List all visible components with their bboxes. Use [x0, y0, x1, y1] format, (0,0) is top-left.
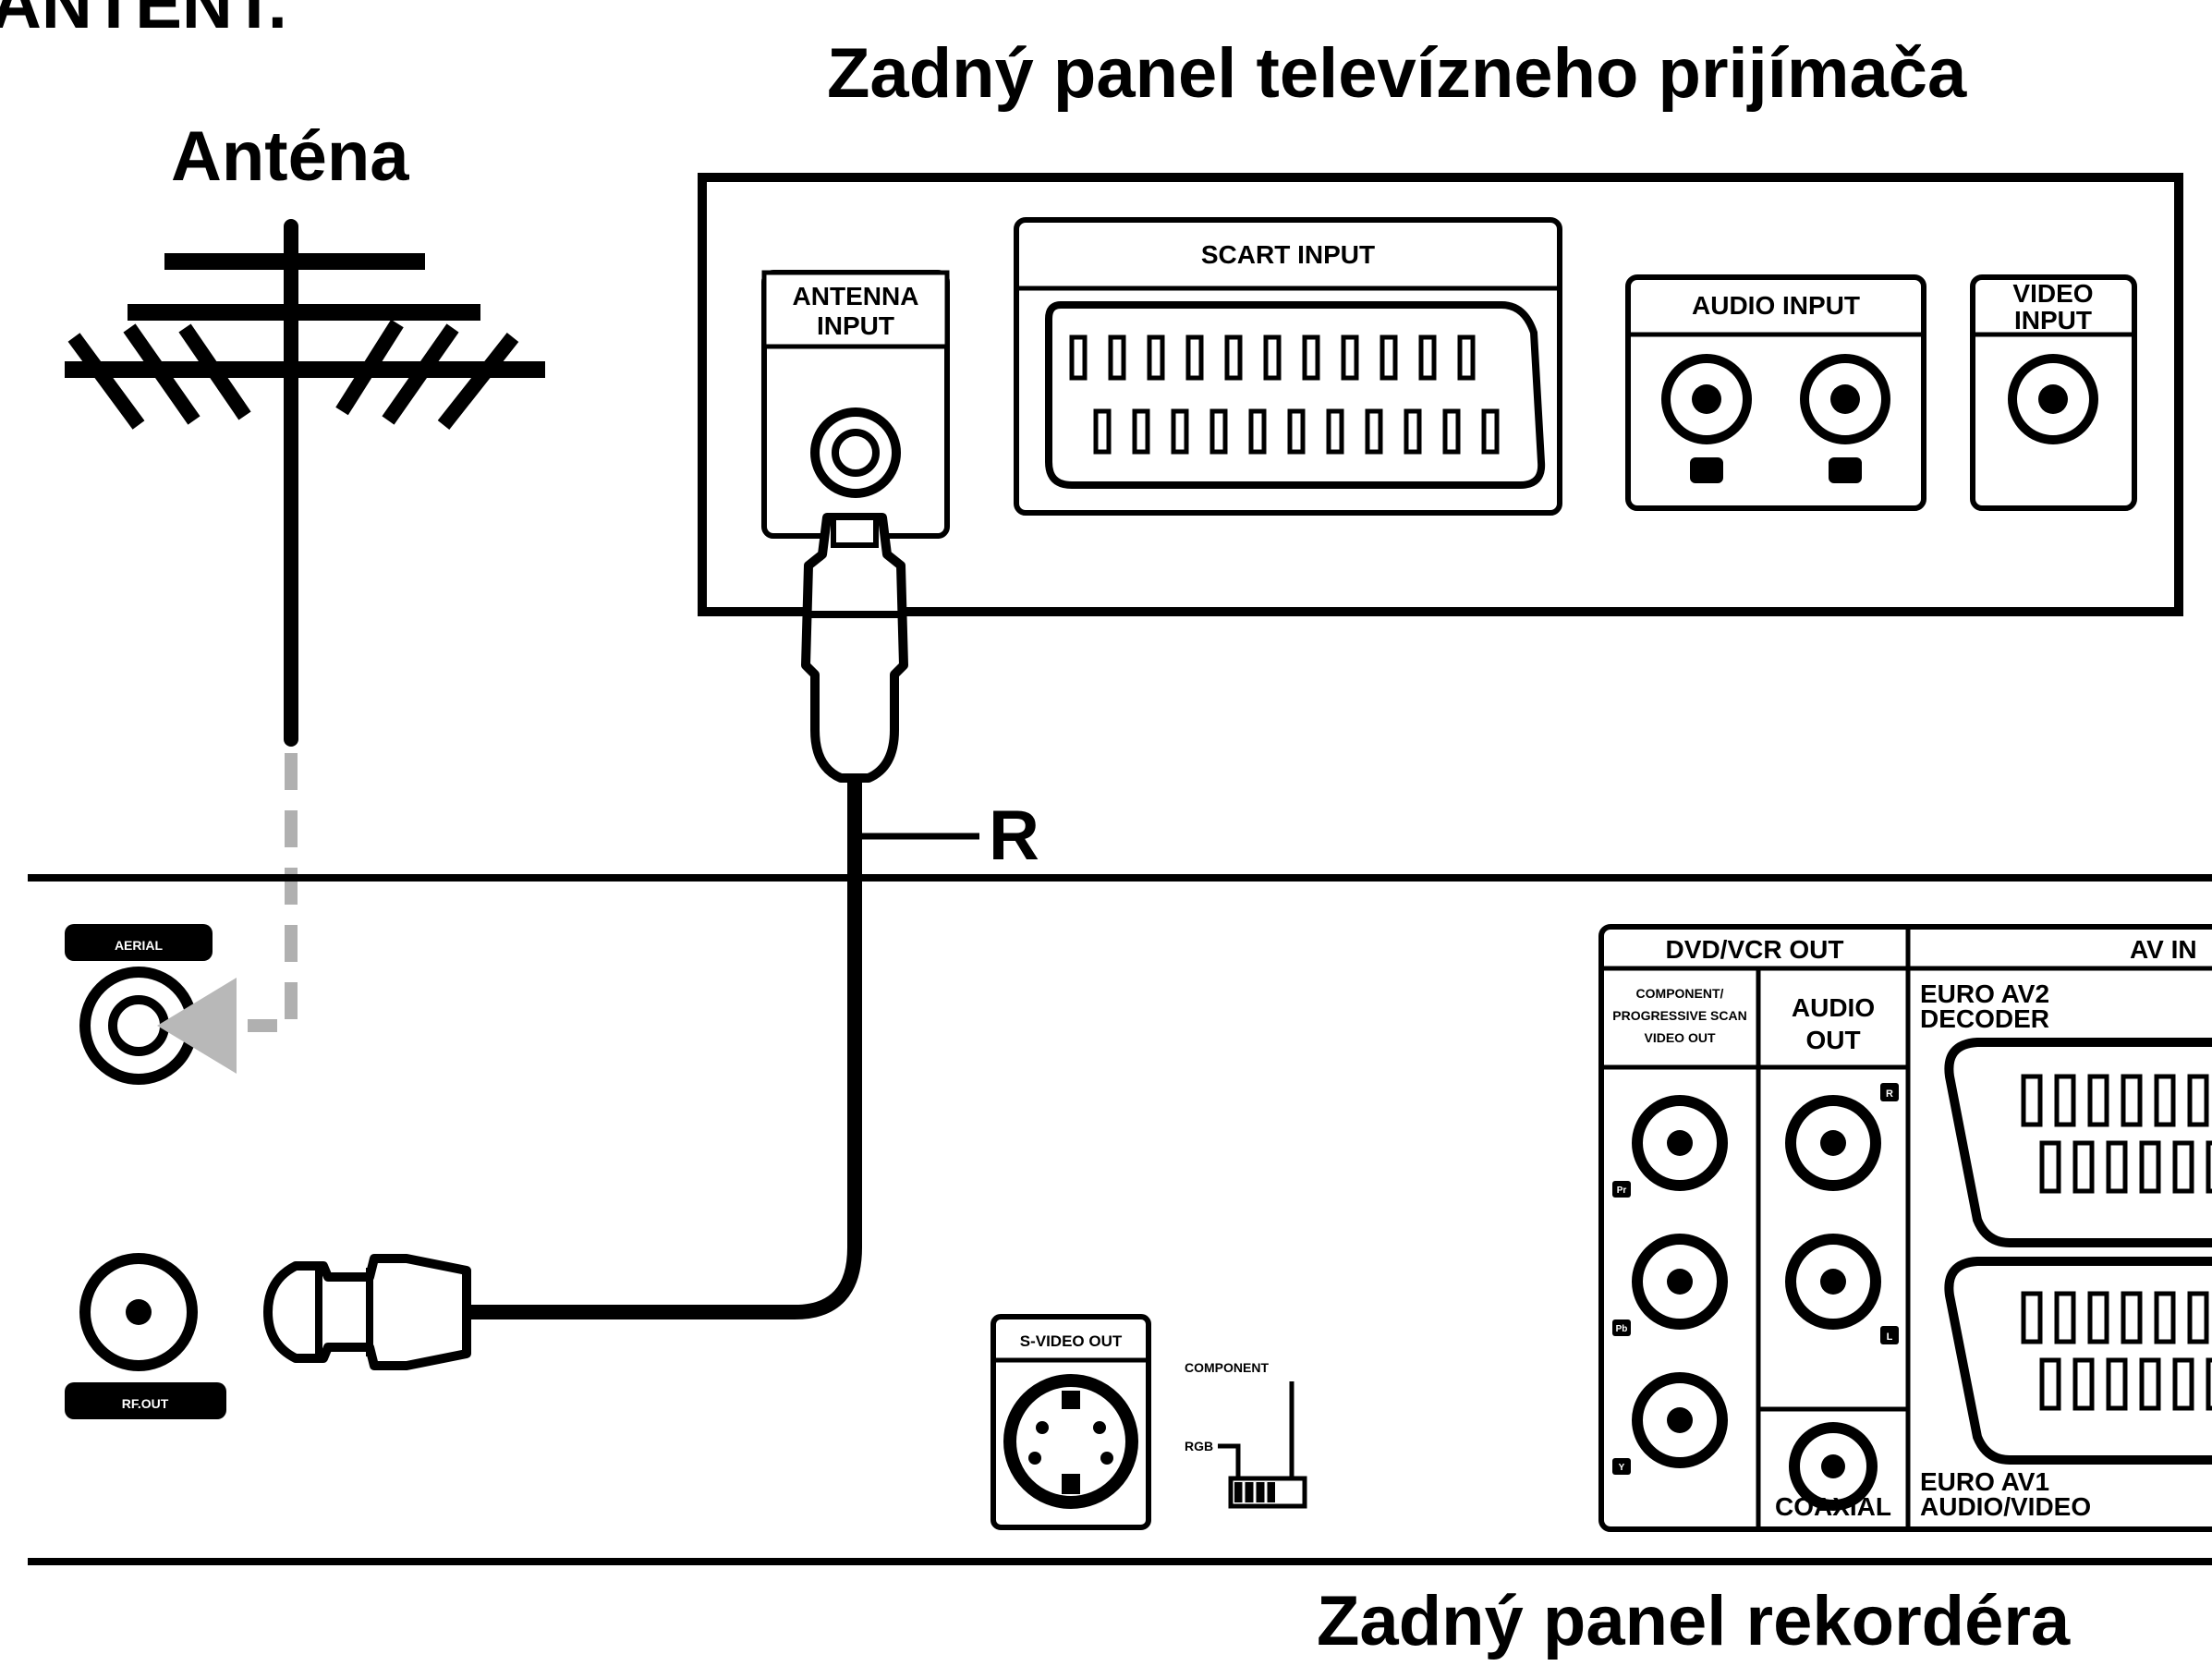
scart-pin: [1302, 334, 1320, 381]
scart-pin: [2121, 1074, 2143, 1127]
scart-pin: [1418, 334, 1437, 381]
audio-input-label: AUDIO INPUT: [1692, 291, 1860, 320]
scart-pin: [1365, 408, 1383, 455]
scart-pin: [1093, 408, 1112, 455]
scart-pin: [2187, 1074, 2209, 1127]
aerial-badge-label: AERIAL: [115, 938, 164, 953]
scart-pin: [2172, 1357, 2194, 1411]
antenna-icon: [65, 219, 545, 747]
scart-pin: [2139, 1140, 2161, 1194]
scart-pin: [2021, 1291, 2043, 1344]
recorder-rf-out: RF.OUT: [65, 1253, 226, 1419]
scart-pin: [1224, 334, 1243, 381]
scart-pin: [1379, 334, 1398, 381]
scart-input-label: SCART INPUT: [1201, 240, 1375, 269]
audio-out-label-1: AUDIO: [1792, 993, 1875, 1022]
scart-pin: [2039, 1357, 2061, 1411]
rf-cable: R: [263, 513, 1039, 1370]
antenna-input-label-1: ANTENNA: [793, 282, 919, 310]
scart-pin: [2206, 1140, 2212, 1194]
jack-pb-label: Pb: [1616, 1324, 1628, 1334]
jack-l-label: L: [1887, 1332, 1893, 1343]
tv-audio-input: AUDIO INPUT: [1625, 274, 1926, 511]
scart-pin: [2072, 1357, 2095, 1411]
scart-pin: [1209, 408, 1228, 455]
euro-av1-label-2: AUDIO/VIDEO: [1920, 1492, 2091, 1521]
scart-pin: [1287, 408, 1306, 455]
video-input-label-1: VIDEO: [2012, 279, 2093, 308]
dvd-vcr-out-label: DVD/VCR OUT: [1666, 935, 1844, 964]
antenna-input-label-2: INPUT: [817, 311, 894, 340]
scart-pin: [2121, 1291, 2143, 1344]
scart-pin: [2021, 1074, 2043, 1127]
scart-pin: [2172, 1140, 2194, 1194]
scart-pin: [2054, 1074, 2076, 1127]
scart-pin: [2087, 1291, 2109, 1344]
scart-pin: [2106, 1140, 2128, 1194]
scart-pin: [2087, 1074, 2109, 1127]
scart-pin: [1171, 408, 1189, 455]
switch-rgb-label: RGB: [1185, 1439, 1213, 1453]
rf-out-badge-label: RF.OUT: [122, 1396, 169, 1411]
euro-av2-label-2: DECODER: [1920, 1004, 2049, 1033]
recorder-s-video-out: S-VIDEO OUT: [991, 1314, 1151, 1530]
header-partial: ANTENT.: [0, 0, 287, 43]
scart-pin: [1263, 334, 1282, 381]
tv-antenna-input: ANTENNA INPUT: [761, 270, 950, 539]
component-out-label-3: VIDEO OUT: [1644, 1030, 1715, 1045]
scart-pin: [2039, 1140, 2061, 1194]
antenna-title: Anténa: [171, 117, 409, 196]
scart-pin: [1457, 334, 1476, 381]
scart-pin: [1248, 408, 1267, 455]
scart-pins: [1069, 334, 1500, 455]
euro-av2-label-1: EURO AV2: [1920, 979, 2049, 1008]
tv-scart-input: SCART INPUT: [1014, 217, 1562, 516]
scart-pin: [1481, 408, 1500, 455]
scart-pin: [2139, 1357, 2161, 1411]
scart-pin: [2054, 1291, 2076, 1344]
euro-av1-label-1: EURO AV1: [1920, 1467, 2049, 1496]
video-input-label-2: INPUT: [2014, 306, 2092, 334]
switch-component-label: COMPONENT: [1185, 1360, 1269, 1375]
euro-av2-pins: [2021, 1074, 2212, 1194]
tv-panel-title: Zadný panel televízneho prijímača: [827, 34, 1967, 113]
jack-pr-label: Pr: [1617, 1186, 1627, 1196]
recorder-antenna-in: AERIAL: [65, 924, 237, 1085]
recorder-output-block: DVD/VCR OUT AV IN COMPONENT/ PROGRESSIVE…: [1598, 924, 2212, 1532]
scart-pin: [1147, 334, 1165, 381]
component-out-label-1: COMPONENT/: [1636, 986, 1724, 1001]
s-video-out-label: S-VIDEO OUT: [1020, 1332, 1123, 1350]
scart-pin: [1442, 408, 1461, 455]
scart-pin: [2106, 1357, 2128, 1411]
scart-pin: [2206, 1357, 2212, 1411]
recorder-panel-title: Zadný panel rekordéra: [1317, 1582, 2071, 1660]
scart-pin: [1326, 408, 1344, 455]
scart-pin: [2072, 1140, 2095, 1194]
scart-pin: [2154, 1291, 2176, 1344]
scart-pin: [2187, 1291, 2209, 1344]
component-out-label-2: PROGRESSIVE SCAN: [1612, 1008, 1746, 1023]
component-rgb-switch: COMPONENT RGB: [1185, 1360, 1307, 1509]
antenna-dashed-cable: [248, 753, 298, 1032]
scart-pin: [1132, 408, 1150, 455]
scart-pin: [1404, 408, 1422, 455]
scart-pin: [2154, 1074, 2176, 1127]
jack-r-label: R: [1886, 1088, 1893, 1100]
scart-pin: [1185, 334, 1204, 381]
av-in-label: AV IN: [2130, 935, 2197, 964]
scart-pin: [1108, 334, 1126, 381]
audio-out-label-2: OUT: [1805, 1026, 1860, 1054]
scart-pin: [1069, 334, 1088, 381]
coaxial-label: COAXIAL: [1775, 1492, 1891, 1521]
euro-av1-pins: [2021, 1291, 2212, 1411]
tv-video-input: VIDEO INPUT: [1970, 274, 2137, 511]
cable-label: R: [989, 797, 1039, 875]
jack-y-label: Y: [1619, 1463, 1625, 1473]
scart-pin: [1341, 334, 1359, 381]
